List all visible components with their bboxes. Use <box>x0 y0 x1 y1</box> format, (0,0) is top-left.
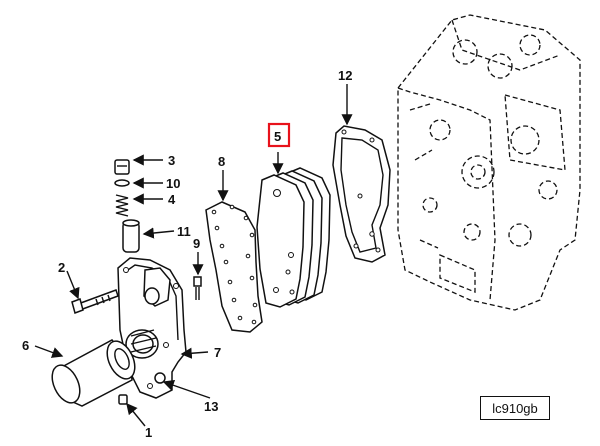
callout-10: 10 <box>166 176 180 191</box>
engine-block <box>397 14 581 311</box>
gasket-12 <box>332 125 391 263</box>
stud-9 <box>193 276 202 300</box>
reference-code: lc910gb <box>492 400 538 416</box>
callout-7: 7 <box>214 345 221 360</box>
plug-1 <box>118 394 128 405</box>
leader-lines <box>34 84 353 427</box>
highlight-box <box>267 122 291 148</box>
oil-filter-6 <box>51 339 136 407</box>
callout-1: 1 <box>145 425 152 440</box>
plug-3 <box>114 159 130 175</box>
callout-11: 11 <box>177 224 191 239</box>
oil-cooler-core-5 <box>256 167 331 308</box>
callout-6: 6 <box>22 338 29 353</box>
fitting-13 <box>154 372 166 384</box>
callout-5: 5 <box>274 129 281 144</box>
bolt-2 <box>71 289 119 314</box>
callout-9: 9 <box>193 236 200 251</box>
callout-3: 3 <box>168 153 175 168</box>
callout-12: 12 <box>338 68 352 83</box>
spring-4 <box>115 194 129 217</box>
callouts: 3 10 4 11 2 9 8 12 6 7 13 1 5 <box>22 68 352 440</box>
callout-2: 2 <box>58 260 65 275</box>
o-ring-10 <box>114 179 130 187</box>
plunger-11 <box>122 219 140 253</box>
callout-8: 8 <box>218 154 225 169</box>
callout-4: 4 <box>168 192 176 207</box>
gasket-8 <box>205 201 263 333</box>
reference-code-box: lc910gb <box>480 396 550 420</box>
callout-13: 13 <box>204 399 218 414</box>
